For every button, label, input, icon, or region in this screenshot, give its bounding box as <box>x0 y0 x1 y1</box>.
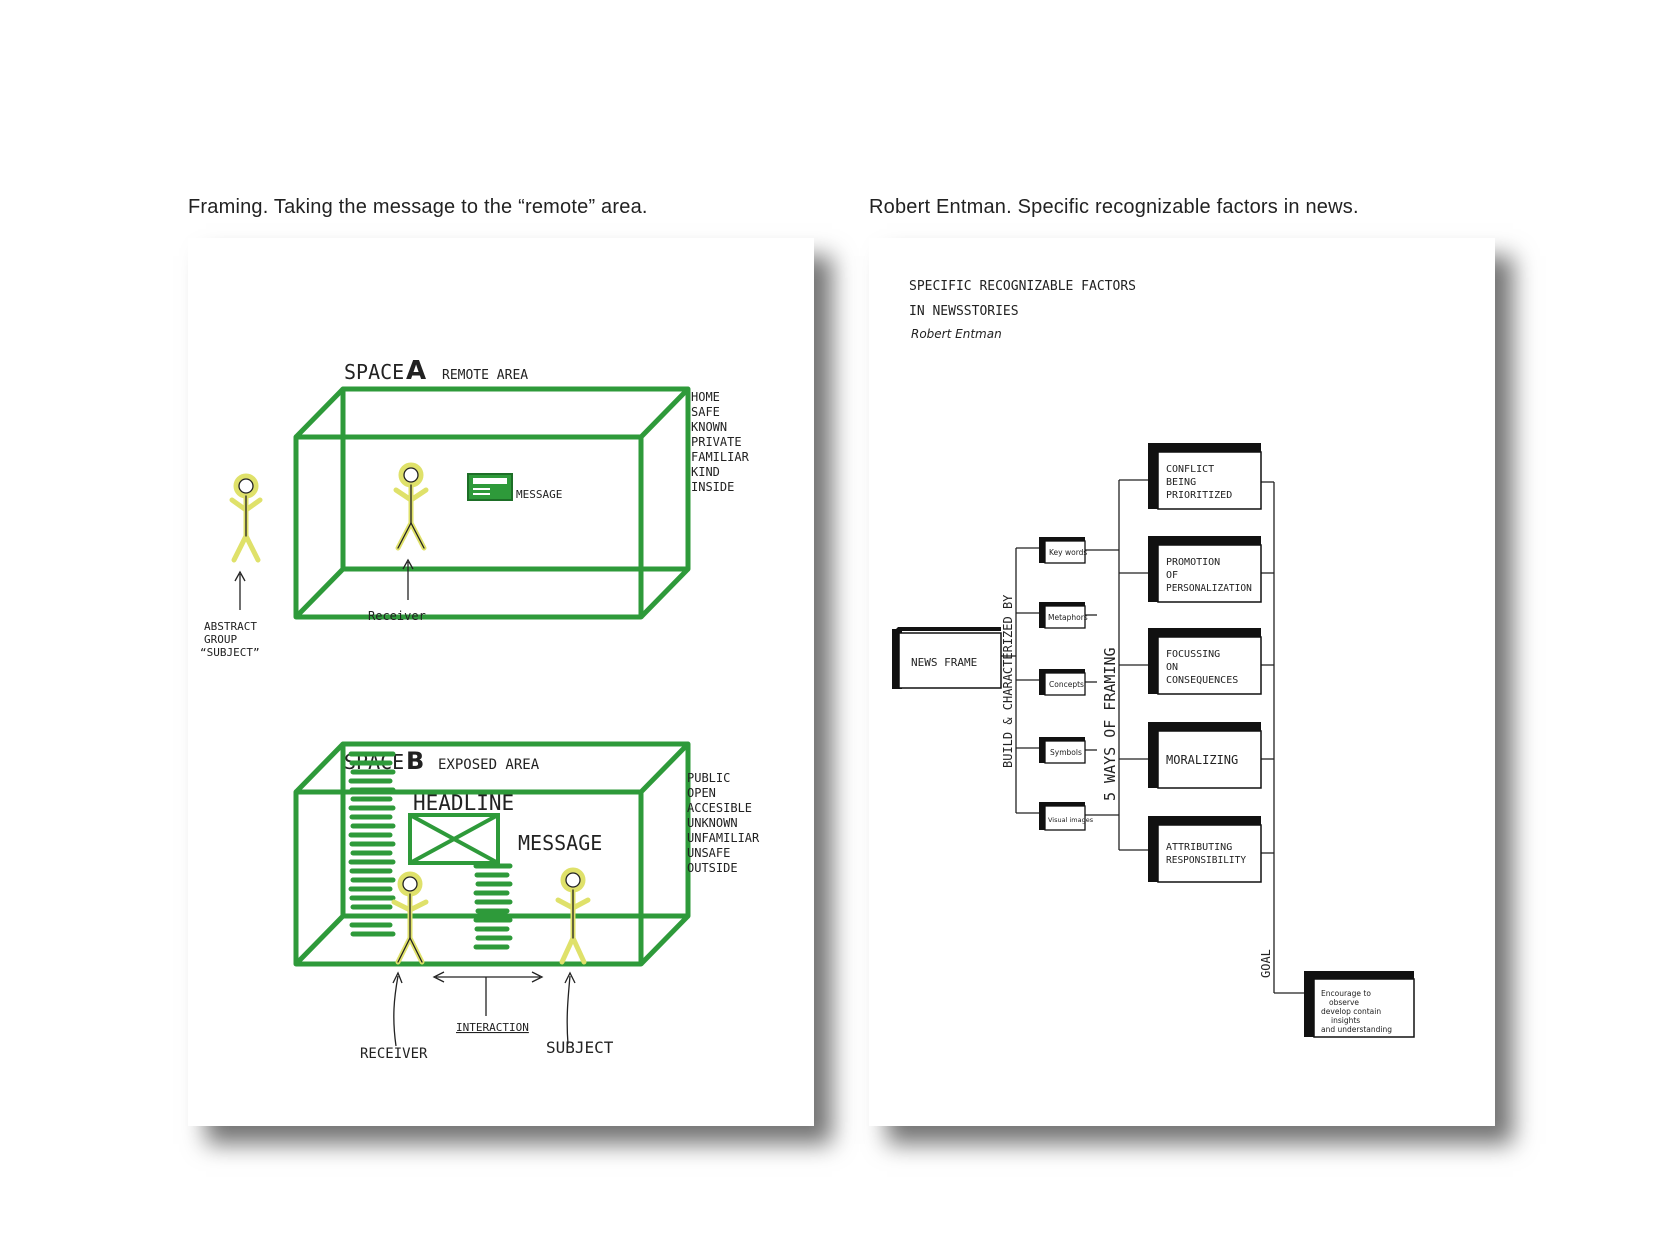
way-line: MORALIZING <box>1166 753 1238 767</box>
element-label: Visual images <box>1048 816 1094 824</box>
diagram-title: SPECIFIC RECOGNIZABLE FACTORS IN NEWSSTO… <box>909 279 1136 319</box>
interaction-label: INTERACTION <box>456 1021 529 1034</box>
framing-element-box: Metaphors <box>1039 602 1088 629</box>
space-b-word: ACCESIBLE <box>687 801 752 815</box>
subject-b-figure-icon <box>555 867 591 965</box>
goal-line: Encourage to <box>1321 989 1371 998</box>
abstract-group-line: ABSTRACT <box>204 620 257 633</box>
space-b-letter: B <box>406 747 424 775</box>
framing-way-box: PROMOTION OF PERSONALIZATION <box>1148 536 1262 603</box>
framing-sketch-sheet: SPACE A REMOTE AREA HOME SAFE KNOWN PRIV… <box>188 238 814 1126</box>
framing-way-box: FOCUSSING ON CONSEQUENCES <box>1148 628 1262 695</box>
subject-b-label: SUBJECT <box>546 1038 614 1057</box>
connector-lines <box>1001 479 1309 994</box>
headline-label: HEADLINE <box>413 791 514 815</box>
space-b-word: OPEN <box>687 786 716 800</box>
way-line: ATTRIBUTING <box>1166 842 1232 853</box>
news-frame-label: NEWS FRAME <box>911 656 977 669</box>
space-a-word: FAMILIAR <box>691 450 750 464</box>
goal-line: observe <box>1329 998 1359 1007</box>
goal-line: insights <box>1331 1016 1360 1025</box>
receiver-b-figure-icon <box>391 871 429 965</box>
interaction-arrow <box>432 971 544 1016</box>
way-line: RESPONSIBILITY <box>1166 855 1246 866</box>
receiver-b-label: RECEIVER <box>360 1046 428 1062</box>
image-placeholder-icon <box>408 813 500 865</box>
framing-element-box: Concepts <box>1039 669 1086 696</box>
framing-element-box: Symbols <box>1039 737 1086 764</box>
framing-way-box: CONFLICT BEING PRIORITIZED <box>1148 443 1262 510</box>
space-a-word: KIND <box>691 465 720 479</box>
goal-line: and understanding <box>1321 1025 1392 1034</box>
framing-element-box: Key words <box>1039 537 1087 564</box>
way-line: PERSONALIZATION <box>1166 583 1252 594</box>
space-b-word: PUBLIC <box>687 771 730 785</box>
goal-box: Encourage to observe develop contain ins… <box>1304 971 1415 1038</box>
space-a-box <box>293 386 691 620</box>
element-label: Symbols <box>1050 748 1082 757</box>
space-a-word: KNOWN <box>691 420 727 434</box>
abstract-group-line: GROUP <box>204 633 237 646</box>
message-b-label: MESSAGE <box>518 831 602 855</box>
way-line: CONSEQUENCES <box>1166 675 1238 686</box>
abstract-group-figure-icon <box>229 473 263 563</box>
element-label: Key words <box>1049 548 1087 557</box>
title-line: SPECIFIC RECOGNIZABLE FACTORS <box>909 279 1136 294</box>
space-b-word: UNFAMILIAR <box>687 831 760 845</box>
news-frame-box: NEWS FRAME <box>892 627 1002 689</box>
entman-sketch-sheet: SPECIFIC RECOGNIZABLE FACTORS IN NEWSSTO… <box>869 238 1495 1126</box>
space-b-word: OUTSIDE <box>687 861 738 875</box>
space-b-label: EXPOSED AREA <box>438 757 540 773</box>
space-a-word: PRIVATE <box>691 435 742 449</box>
framing-way-box: ATTRIBUTING RESPONSIBILITY <box>1148 816 1262 883</box>
way-line: PROMOTION <box>1166 557 1220 568</box>
receiver-a-label: Receiver <box>368 609 426 623</box>
newspaper-icon <box>467 473 513 501</box>
way-line: FOCUSSING <box>1166 649 1220 660</box>
space-a-word: SAFE <box>691 405 720 419</box>
subject-b-arrow <box>564 971 576 1045</box>
framing-sketch: SPACE A REMOTE AREA HOME SAFE KNOWN PRIV… <box>200 356 760 1062</box>
abstract-group-arrow <box>234 570 246 610</box>
way-line: BEING <box>1166 477 1196 488</box>
goal-line: develop contain <box>1321 1007 1381 1016</box>
element-label: Metaphors <box>1048 613 1088 622</box>
framing-element-box: Visual images <box>1039 802 1094 831</box>
left-caption: Framing. Taking the message to the “remo… <box>188 196 648 218</box>
space-a-word: HOME <box>691 390 720 404</box>
space-a-word-list: HOME SAFE KNOWN PRIVATE FAMILIAR KIND IN… <box>691 390 750 494</box>
space-a-letter: A <box>406 356 426 386</box>
way-line: PRIORITIZED <box>1166 490 1232 501</box>
space-b-word-list: PUBLIC OPEN ACCESIBLE UNKNOWN UNFAMILIAR… <box>687 771 760 875</box>
abstract-group-line: “SUBJECT” <box>200 646 260 659</box>
receiver-a-figure-icon <box>393 462 429 551</box>
space-a-word: INSIDE <box>691 480 734 494</box>
space-a-label: REMOTE AREA <box>442 368 528 383</box>
message-a-label: MESSAGE <box>516 488 562 501</box>
title-line: IN NEWSSTORIES <box>909 304 1019 319</box>
goal-label: GOAL <box>1259 949 1273 978</box>
text-column-left <box>348 751 396 937</box>
way-line: OF <box>1166 570 1178 581</box>
author-label: Robert Entman <box>911 327 1002 341</box>
build-characterized-label: BUILD & CHARACTERIZED BY <box>1001 594 1015 768</box>
abstract-group-label: ABSTRACT GROUP “SUBJECT” <box>200 620 260 659</box>
space-b-box <box>293 741 691 967</box>
text-column-right <box>473 863 513 950</box>
space-b-word: UNSAFE <box>687 846 730 860</box>
element-label: Concepts <box>1049 680 1084 689</box>
way-line: CONFLICT <box>1166 464 1214 475</box>
framing-way-box: MORALIZING <box>1148 722 1262 789</box>
ways-of-framing-label: 5 WAYS OF FRAMING <box>1101 647 1119 801</box>
right-caption: Robert Entman. Specific recognizable fac… <box>869 196 1359 218</box>
space-b-word: UNKNOWN <box>687 816 738 830</box>
receiver-a-arrow <box>402 558 414 600</box>
receiver-b-arrow <box>392 971 403 1047</box>
way-line: ON <box>1166 662 1178 673</box>
space-a-prefix: SPACE <box>344 360 404 384</box>
entman-diagram: SPECIFIC RECOGNIZABLE FACTORS IN NEWSSTO… <box>892 279 1415 1038</box>
